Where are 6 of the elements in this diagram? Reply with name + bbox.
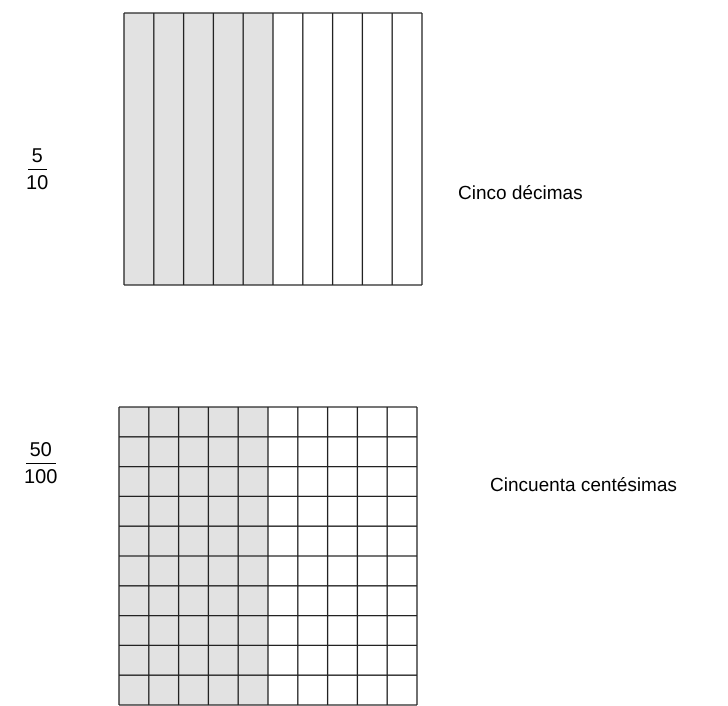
- fraction-numerator: 5: [28, 146, 47, 170]
- text-label: Cincuenta centésimas: [490, 474, 677, 498]
- text-label: Cinco décimas: [458, 182, 583, 206]
- fraction-denominator: 100: [23, 465, 58, 487]
- fraction-denominator: 10: [25, 171, 50, 193]
- fraction-numerator: 50: [26, 440, 56, 464]
